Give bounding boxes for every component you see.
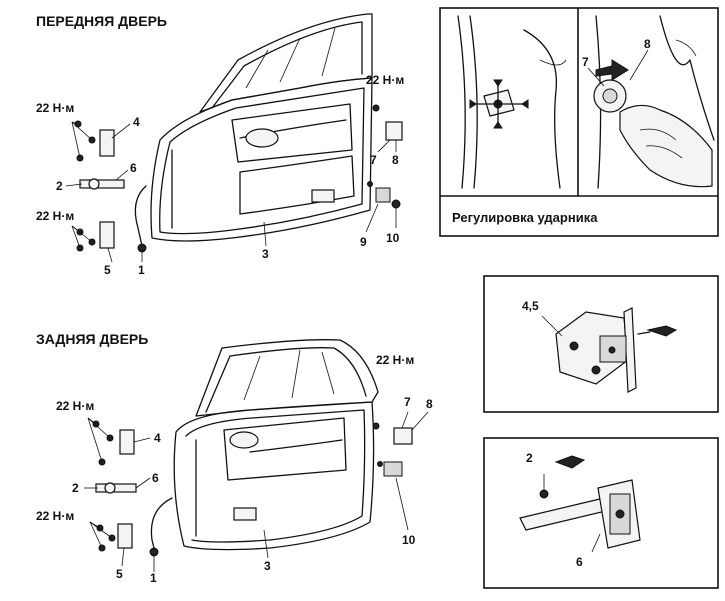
rear-callout-3: 3 bbox=[264, 559, 271, 573]
hinge-callout-4-5: 4,5 bbox=[522, 299, 539, 313]
rear-callout-4: 4 bbox=[154, 431, 161, 445]
striker-adjustment-panel bbox=[439, 7, 719, 237]
front-torque-bottom-left: 22 Н·м bbox=[36, 209, 74, 223]
front-callout-10: 10 bbox=[386, 231, 400, 245]
hinge-detail-panel bbox=[483, 275, 719, 413]
rear-callout-2: 2 bbox=[72, 481, 79, 495]
front-torque-right: 22 Н·м bbox=[366, 73, 404, 87]
check-callout-2: 2 bbox=[526, 451, 533, 465]
check-link-detail-panel bbox=[483, 437, 719, 589]
front-door-illustration bbox=[65, 13, 403, 263]
rear-callout-7: 7 bbox=[404, 395, 411, 409]
rear-torque-top-left: 22 Н·м bbox=[56, 399, 94, 413]
front-torque-top-left: 22 Н·м bbox=[36, 101, 74, 115]
front-callout-9: 9 bbox=[360, 235, 367, 249]
front-callout-3: 3 bbox=[262, 247, 269, 261]
check-callout-6: 6 bbox=[576, 555, 583, 569]
rear-callout-6: 6 bbox=[152, 471, 159, 485]
rear-torque-bottom-left: 22 Н·м bbox=[36, 509, 74, 523]
front-callout-7: 7 bbox=[370, 153, 377, 167]
rear-door-title: ЗАДНЯЯ ДВЕРЬ bbox=[36, 331, 148, 347]
front-callout-6: 6 bbox=[130, 161, 137, 175]
front-callout-8: 8 bbox=[392, 153, 399, 167]
rear-callout-8: 8 bbox=[426, 397, 433, 411]
striker-callout-7: 7 bbox=[582, 55, 589, 69]
striker-caption: Регулировка ударника bbox=[452, 210, 598, 225]
rear-door-illustration bbox=[84, 339, 429, 572]
front-callout-1: 1 bbox=[138, 263, 145, 277]
front-callout-5: 5 bbox=[104, 263, 111, 277]
rear-callout-1: 1 bbox=[150, 571, 157, 585]
rear-torque-right: 22 Н·м bbox=[376, 353, 414, 367]
front-door-title: ПЕРЕДНЯЯ ДВЕРЬ bbox=[36, 13, 167, 29]
striker-callout-8: 8 bbox=[644, 37, 651, 51]
rear-callout-10: 10 bbox=[402, 533, 416, 547]
front-callout-4: 4 bbox=[133, 115, 140, 129]
rear-callout-5: 5 bbox=[116, 567, 123, 581]
front-callout-2: 2 bbox=[56, 179, 63, 193]
